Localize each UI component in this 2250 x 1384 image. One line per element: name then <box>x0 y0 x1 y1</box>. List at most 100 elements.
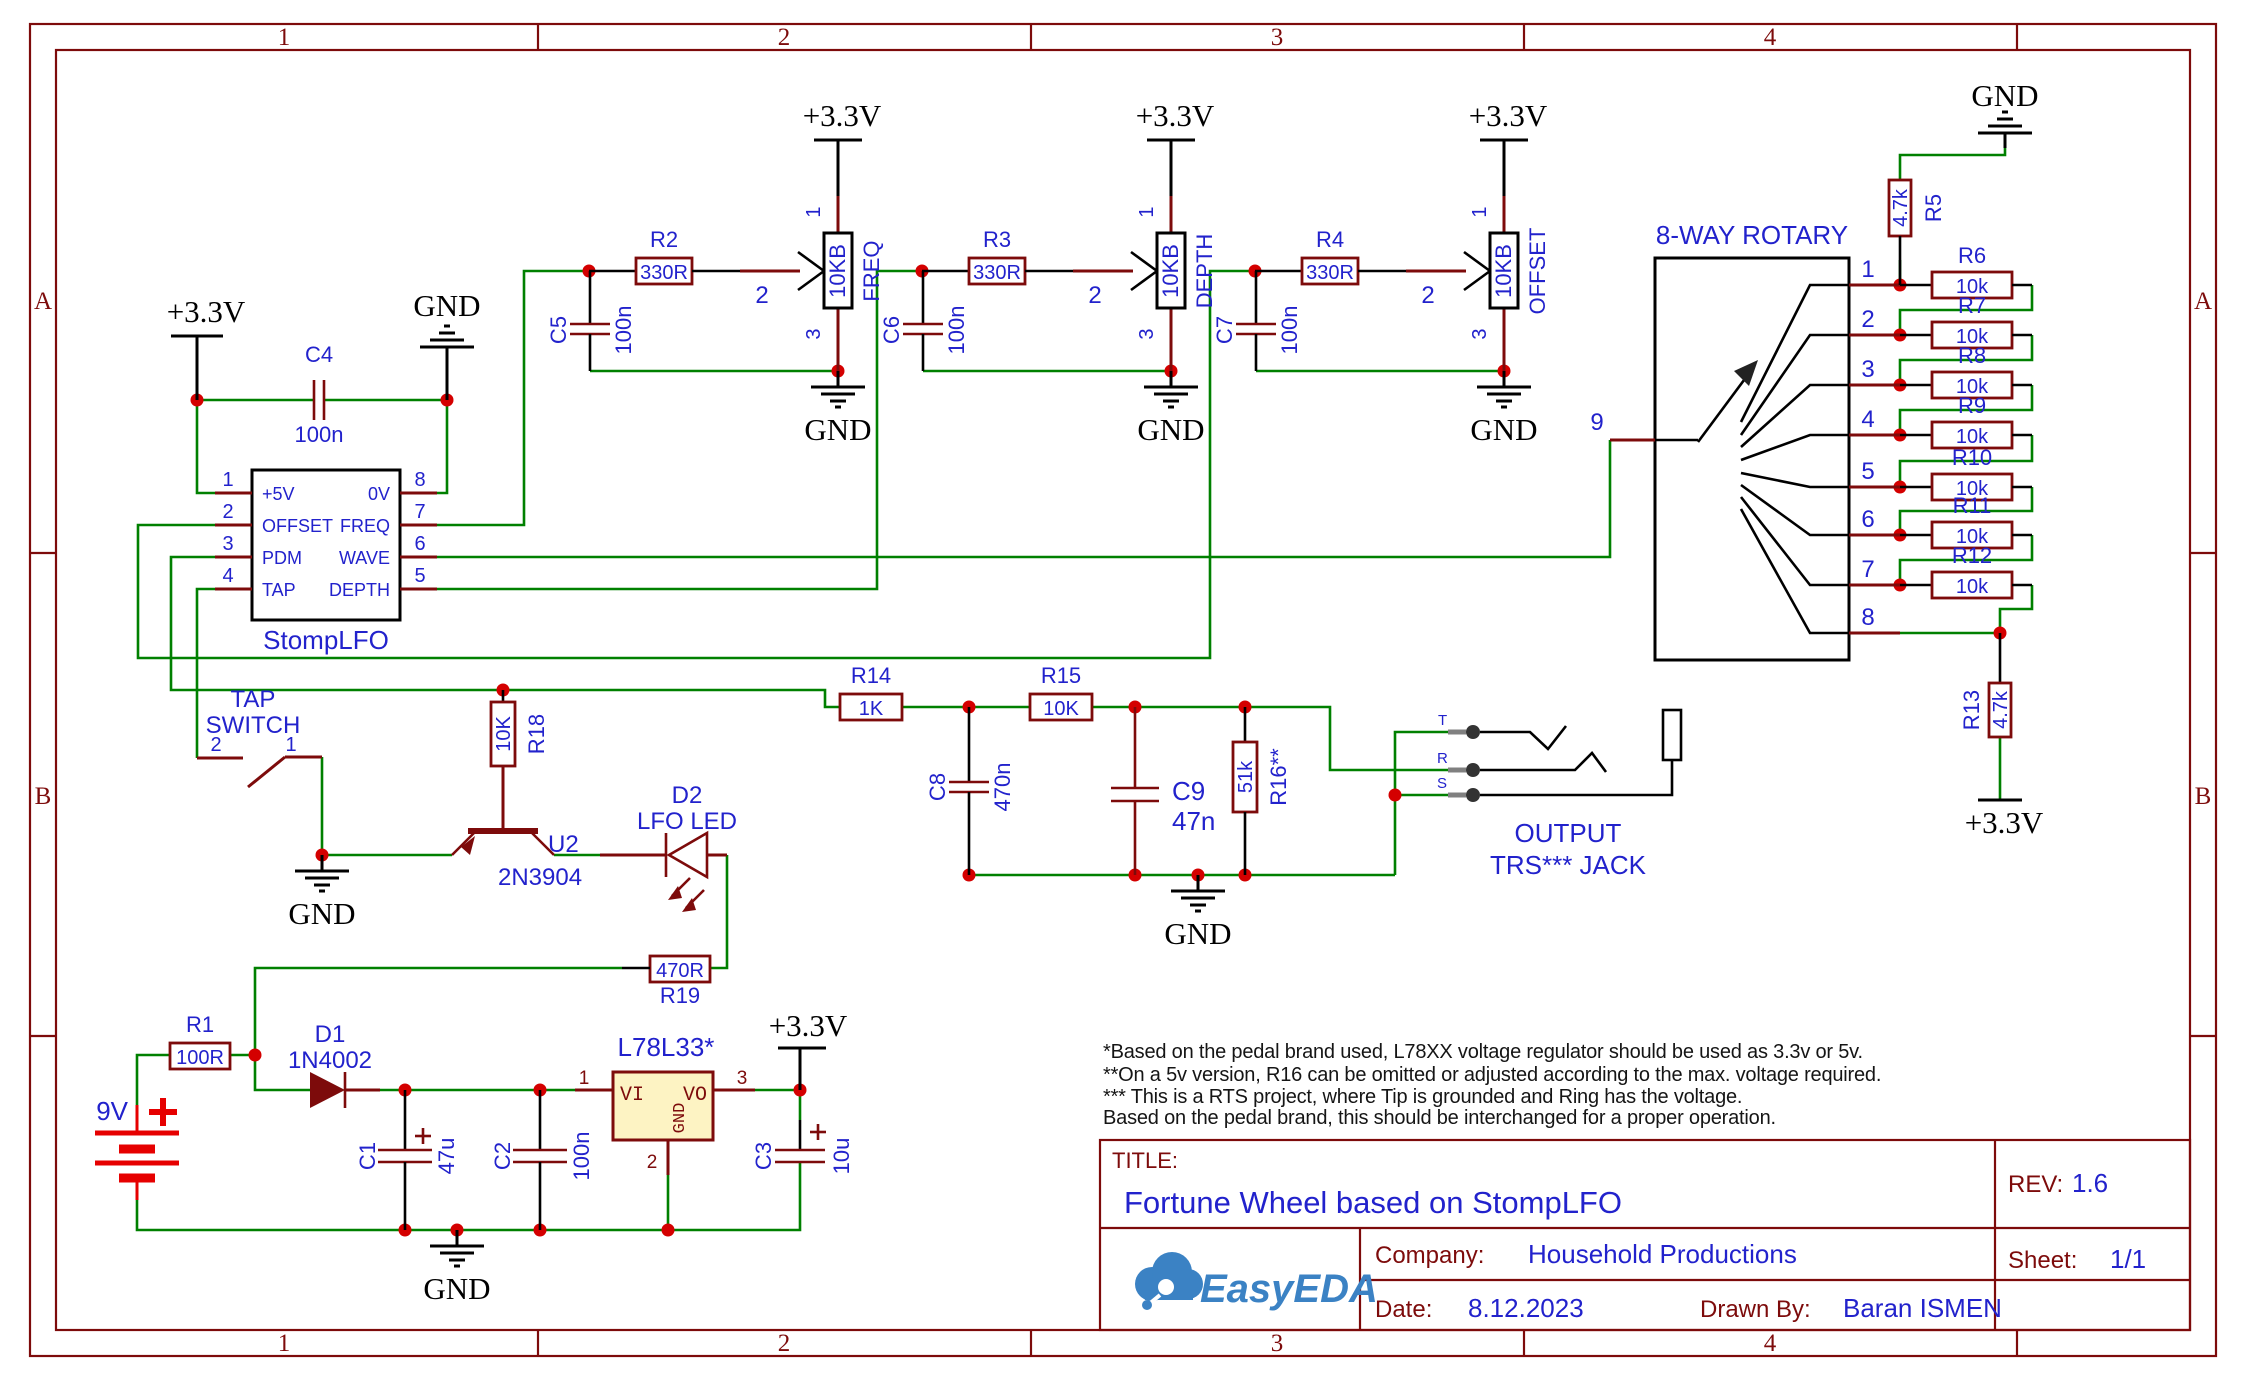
rotary-title: 8-WAY ROTARY <box>1656 220 1848 250</box>
rotary-pin-num: 8 <box>1861 604 1874 631</box>
r10-value: 10k <box>1956 478 1989 500</box>
jack-tip-label: T <box>1438 712 1447 729</box>
resistor-r13[interactable]: R13 4.7k +3.3V <box>1959 633 2044 840</box>
v33-label: +3.3V <box>1469 98 1548 133</box>
r8-value: 10k <box>1956 376 1989 398</box>
resistor-r7[interactable]: R7 10k <box>1900 293 2032 350</box>
r11-value: 10k <box>1956 526 1989 548</box>
gnd-label: GND <box>1971 78 2038 113</box>
gnd-flag-ic[interactable]: GND <box>413 288 481 400</box>
regulator-l78l33[interactable]: L78L33* VI VO GND 1 3 2 <box>575 1032 755 1175</box>
resistor-r14[interactable]: R14 1K <box>838 663 904 722</box>
pot-pin3: 3 <box>1136 328 1158 339</box>
regulator-pin1-num: 1 <box>579 1068 590 1089</box>
battery-9v[interactable]: 9V <box>95 1096 179 1200</box>
r6-value: 10k <box>1956 276 1989 298</box>
company-value: Household Productions <box>1528 1239 1797 1269</box>
resistor-r8[interactable]: R8 10k <box>1900 343 2032 400</box>
v33-flag-regulator[interactable]: +3.3V <box>769 1008 848 1090</box>
ruler-col-4-bottom: 4 <box>1764 1330 1777 1357</box>
capacitor-c9[interactable]: C9 47n <box>1111 707 1215 875</box>
r5-ref: R5 <box>1921 194 1946 222</box>
ic-pin8-num: 8 <box>414 469 425 491</box>
drawn-by-value: Baran ISMEN <box>1843 1293 2002 1323</box>
v33-label: +3.3V <box>1136 98 1215 133</box>
rotary-pin-num: 5 <box>1861 458 1874 485</box>
r1-value: 100R <box>176 1047 224 1069</box>
r4-ref: R4 <box>1316 227 1344 252</box>
r13-value: 4.7k <box>1990 690 2012 729</box>
r9-ref: R9 <box>1958 393 1986 418</box>
rotary-switch[interactable]: 8-WAY ROTARY 9 1 2 3 4 5 6 7 8 <box>1590 220 1900 662</box>
pot-section-offset[interactable]: +3.3V 1 3 R4 330R 2 10KB OFFSET C7 100n … <box>1212 98 1550 447</box>
ic-pin5-num: 5 <box>414 565 425 587</box>
wires[interactable] <box>135 148 2034 1232</box>
resistor-r1[interactable]: R1 100R <box>168 1012 232 1071</box>
pot-pin2: 2 <box>1088 282 1101 309</box>
title-label: TITLE: <box>1112 1148 1178 1173</box>
gnd-label: GND <box>288 896 355 931</box>
resistor-r11[interactable]: R11 10k <box>1900 493 2032 550</box>
transistor-u2[interactable]: U2 2N3904 <box>451 828 582 891</box>
ic-pin3-num: 3 <box>222 533 233 555</box>
regulator-vi-pin: VI <box>620 1084 644 1107</box>
capacitor-c8[interactable]: C8 470n <box>925 707 1015 875</box>
r16-ref: R16** <box>1266 748 1291 806</box>
capacitor-c2[interactable]: C2 100n <box>490 1090 594 1230</box>
gnd-flag-output[interactable]: GND <box>1164 875 1232 951</box>
resistor-r18[interactable]: 10K R18 <box>489 690 549 831</box>
ruler-col-1-top: 1 <box>278 24 291 51</box>
v33-flag-ic[interactable]: +3.3V <box>167 294 246 400</box>
ic-pin6-name: WAVE <box>339 548 390 568</box>
capacitor-c4[interactable]: C4 100n <box>295 342 344 447</box>
pot-value: 10KB <box>825 244 850 298</box>
r13-ref: R13 <box>1959 690 1984 730</box>
rotary-pin-num: 6 <box>1861 506 1874 533</box>
resistor-r16[interactable]: 51k R16** <box>1231 707 1291 875</box>
output-jack[interactable]: T R S OUTPUT TRS*** JACK <box>1437 708 1683 880</box>
led-d2[interactable]: D2 LFO LED <box>600 782 737 912</box>
pot-function: OFFSET <box>1525 228 1550 315</box>
pot-section-freq[interactable]: +3.3V 1 3 R2 330R 2 10KB FREQ C5 100n GN… <box>546 98 884 447</box>
ruler-col-3-bottom: 3 <box>1271 1330 1284 1357</box>
resistor-r10[interactable]: R10 10k <box>1900 445 2032 502</box>
resistor-r5[interactable]: GND 4.7k R5 <box>1887 78 2039 285</box>
diode-d1[interactable]: D1 1N4002 <box>288 1021 380 1108</box>
capacitor-c3[interactable]: C3 10u <box>751 1120 854 1174</box>
v33-label: +3.3V <box>769 1008 848 1043</box>
regulator-vo-pin: VO <box>683 1084 707 1107</box>
pot-function: FREQ <box>859 240 884 301</box>
r4-value: 330R <box>1306 262 1354 284</box>
resistor-r6[interactable]: R6 10k <box>1900 243 2032 300</box>
pot-pin3: 3 <box>803 328 825 339</box>
capacitor-c1[interactable]: C1 47u <box>355 1090 459 1230</box>
tap-switch[interactable]: TAP SWITCH 2 1 GND <box>197 686 356 931</box>
pot-pin2: 2 <box>755 282 768 309</box>
r6-ref: R6 <box>1958 243 1986 268</box>
gnd-flag-power[interactable]: GND <box>423 1230 491 1306</box>
pot-section-depth[interactable]: +3.3V 1 3 R3 330R 2 10KB DEPTH C6 100n G… <box>879 98 1217 447</box>
pot-value: 10KB <box>1491 244 1516 298</box>
pot-pin3: 3 <box>1469 328 1491 339</box>
d1-value: 1N4002 <box>288 1047 372 1074</box>
v33-label: +3.3V <box>167 294 246 329</box>
c8-value: 470n <box>990 763 1015 812</box>
r15-value: 10K <box>1043 698 1079 720</box>
c3-ref: C3 <box>751 1142 776 1170</box>
r11-ref: R11 <box>1953 493 1992 518</box>
r10-ref: R10 <box>1952 445 1992 470</box>
resistor-r12[interactable]: R12 10k <box>1900 543 2032 600</box>
resistor-r19[interactable]: 470R R19 <box>622 954 712 1008</box>
ic-pin4-num: 4 <box>222 565 233 587</box>
rotary-pin-num: 2 <box>1861 306 1874 333</box>
stomplfo-ic[interactable]: 1 2 3 4 8 7 6 5 +5V OFFSET PDM TAP 0V FR… <box>215 468 437 655</box>
easyeda-logo-text: EasyEDA <box>1200 1267 1378 1311</box>
gnd-label: GND <box>413 288 480 323</box>
note-line-2: **On a 5v version, R16 can be omitted or… <box>1103 1064 1881 1086</box>
ruler-row-b-left: B <box>35 783 52 810</box>
resistor-r15[interactable]: R15 10K <box>1028 663 1094 722</box>
resistor-r9[interactable]: R9 10k <box>1900 393 2032 450</box>
c6-ref: C6 <box>879 316 904 344</box>
r12-ref: R12 <box>1952 543 1992 568</box>
